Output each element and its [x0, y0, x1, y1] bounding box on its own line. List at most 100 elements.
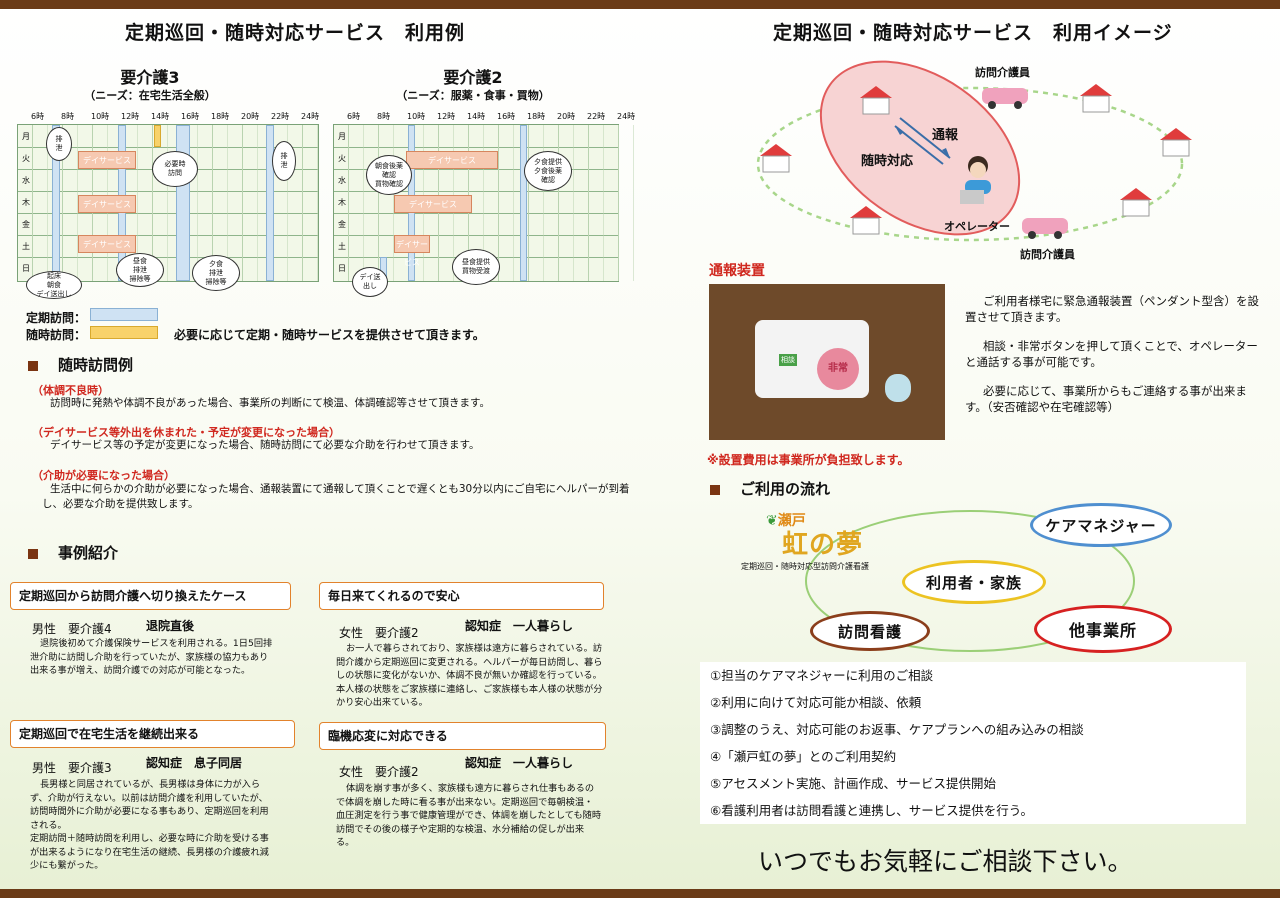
grid-row-line	[334, 191, 618, 192]
case4-text: 体調を崩す事が多く、家族様も遠方に暮らされ仕事もあるので体調を崩した時に看る事が…	[336, 783, 602, 848]
grid-row-line	[334, 235, 618, 236]
device-photo: 相談 非常	[709, 284, 945, 440]
hour-label: 14時	[151, 112, 170, 121]
callout-bubble: 排 泄	[272, 141, 296, 181]
day-label: 土	[22, 242, 30, 251]
day-service-bar: デイサービス	[394, 235, 430, 267]
day-label: 日	[338, 264, 346, 273]
flow-ring-line	[805, 510, 1135, 652]
schedule3-needs: （ニーズ：在宅生活全般）	[84, 89, 216, 102]
grid-row-line	[334, 169, 618, 170]
schedule2-grid: 月火水木金土日デイサービスデイサービスデイサービス朝食後薬 確認 買物確認夕食提…	[333, 124, 634, 297]
case2-text: お一人で暮らされており、家族様は遠方に暮らされている。訪問介護から定期巡回に変更…	[336, 643, 603, 708]
device-description: ご利用者様宅に緊急通報装置（ペンダント型含）を設置させて頂きます。 相談・非常ボ…	[965, 294, 1263, 415]
callout-bubble: 夕食提供 夕食後薬 確認	[524, 151, 572, 191]
grid-col-line	[167, 125, 168, 281]
grid-col-line	[137, 125, 138, 281]
flow-step-4: ④「瀬戸虹の夢」とのご利用契約	[710, 749, 897, 764]
helper-label-bottom: 訪問介護員	[1020, 248, 1075, 261]
bottom-border	[0, 889, 1280, 898]
legend-regular-swatch	[90, 308, 158, 321]
regular-visit-bar	[520, 125, 527, 281]
case1-text: 退院後初めて介護保険サービスを利用される。1日5回排泄介助に訪問し介助を行ってい…	[30, 638, 273, 676]
visit-label-1: （体調不良時）	[32, 384, 109, 397]
device-cost-note: ※設置費用は事業所が負担致します。	[707, 453, 910, 467]
case3-person: 男性 要介護3	[32, 761, 112, 775]
grid-col-line	[212, 125, 213, 281]
grid-col-line	[227, 125, 228, 281]
call-arrows-icon	[894, 117, 951, 165]
day-label: 月	[22, 132, 30, 141]
operator-label: オペレーター	[944, 220, 1010, 233]
case1-heading: 定期巡回から訪問介護へ切り換えたケース	[10, 582, 291, 610]
visit-text-1: 訪問時に発熱や体調不良があった場合、事業所の判断にて検温、体調確認等させて頂きま…	[50, 397, 490, 409]
grid-col-line	[603, 125, 604, 281]
day-label: 木	[22, 198, 30, 207]
grid-col-line	[287, 125, 288, 281]
callout-bubble: 夕食 排泄 掃除等	[192, 255, 240, 291]
day-label: 木	[338, 198, 346, 207]
legend-adhoc-label: 随時訪問：	[26, 328, 87, 342]
grid-row-line	[334, 147, 618, 148]
regular-visit-bar	[176, 125, 190, 281]
grid-col-line	[588, 125, 589, 281]
grid-col-line	[363, 125, 364, 281]
grid-col-line	[498, 125, 499, 281]
hour-label: 12時	[437, 112, 456, 121]
logo-small: ❦瀬戸	[766, 513, 806, 529]
flow-step-2: ②利用に向けて対応可能か相談、依頼	[710, 695, 922, 710]
grid-col-line	[348, 125, 349, 281]
visit-route-ring	[756, 86, 1184, 242]
case3-text: 長男様と同居されているが、長男様は身体に力が入らず、介助が行えない。以前は訪問介…	[30, 779, 269, 871]
section-marker-icon	[710, 484, 720, 495]
hour-label: 10時	[407, 112, 426, 121]
grid-row-line	[334, 213, 618, 214]
day-service-bar: デイサービス	[78, 195, 136, 213]
grid-row-line	[18, 147, 318, 148]
day-service-bar: デイサービス	[78, 235, 136, 253]
hour-label: 20時	[557, 112, 576, 121]
callout-bubble: 起床 朝食 デイ送出し	[26, 271, 82, 299]
grid-col-line	[558, 125, 559, 281]
hour-label: 22時	[271, 112, 290, 121]
grid-col-line	[513, 125, 514, 281]
flow-step-6: ⑥看護利用者は訪問看護と連携し、サービス提供を行う。	[710, 803, 1033, 818]
schedule3-title: 要介護3	[120, 68, 180, 87]
grid-col-line	[378, 125, 379, 281]
hour-label: 24時	[301, 112, 320, 121]
case3-heading: 定期巡回で在宅生活を継続出来る	[10, 720, 295, 748]
grid-row-line	[18, 191, 318, 192]
grid-col-line	[47, 125, 48, 281]
grid-col-line	[242, 125, 243, 281]
logo-big: 虹の夢	[782, 530, 864, 560]
consult-button: 相談	[779, 354, 797, 366]
regular-visit-bar	[266, 125, 274, 281]
legend-regular-label: 定期訪問：	[26, 311, 87, 325]
adhoc-visit-bar	[154, 125, 161, 147]
flow-section-title: ご利用の流れ	[710, 478, 830, 499]
day-label: 日	[22, 264, 30, 273]
grid-col-line	[317, 125, 318, 281]
section-marker-icon	[28, 360, 38, 371]
grid-row-line	[18, 235, 318, 236]
helper-label-top: 訪問介護員	[975, 66, 1030, 79]
grid-row-line	[18, 213, 318, 214]
callout-bubble: 排 泄	[46, 127, 72, 161]
legend-note: 必要に応じて定期・随時サービスを提供させて頂きます。	[174, 328, 485, 342]
grid-col-line	[32, 125, 33, 281]
hour-label: 12時	[121, 112, 140, 121]
day-label: 金	[338, 220, 346, 229]
flow-care-manager: ケアマネジャー	[1030, 503, 1172, 547]
top-border	[0, 0, 1280, 9]
hour-label: 8時	[61, 112, 75, 121]
hour-label: 16時	[181, 112, 200, 121]
emergency-button: 非常	[817, 348, 859, 390]
case2-tag: 認知症 一人暮らし	[465, 619, 574, 633]
visits-section-title: 随時訪問例	[28, 354, 133, 375]
case2-person: 女性 要介護2	[339, 626, 419, 640]
day-service-bar: デイサービス	[394, 195, 472, 213]
schedule2-needs: （ニーズ：服薬・食事・買物）	[396, 89, 550, 102]
schedule3-grid: 月火水木金土日デイサービスデイサービスデイサービス排 泄必要時 訪問排 泄起床 …	[17, 124, 319, 299]
grid-col-line	[77, 125, 78, 281]
car-icon	[982, 88, 1068, 239]
